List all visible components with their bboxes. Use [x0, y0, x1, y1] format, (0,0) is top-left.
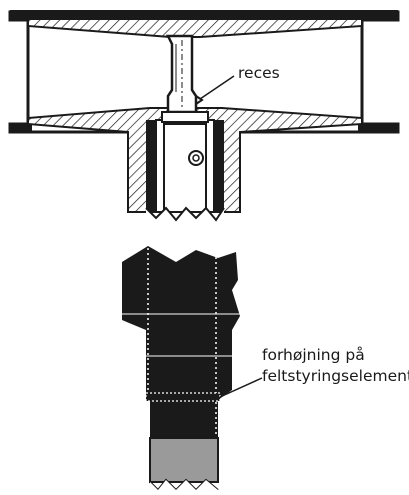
inner-sleeve — [146, 120, 224, 212]
raise-leader-line — [219, 377, 263, 398]
bore-hole-inner — [192, 154, 200, 162]
upper-assembly-section: reces — [8, 10, 400, 222]
shank-break-fill — [150, 480, 218, 495]
lower-field-guide-element: forhøjning på feltstyringselement — [122, 246, 409, 495]
top-hatched-flange — [27, 18, 363, 38]
recess-label: reces — [238, 64, 280, 82]
recess-leader-line — [199, 75, 235, 100]
socket-element — [163, 123, 207, 213]
housing-bottom-band-left — [10, 124, 32, 133]
upper-break-line — [146, 208, 224, 222]
gray-shank — [149, 437, 219, 483]
housing-top-band — [10, 10, 398, 19]
upper-break-edge — [145, 206, 225, 222]
raised-band — [145, 392, 221, 402]
socket-seat — [161, 111, 209, 123]
element-dotted-outline — [147, 248, 217, 440]
housing-bottom-band-right — [358, 124, 398, 133]
raise-label-line1: forhøjning på — [262, 346, 365, 364]
recess-notch — [195, 95, 204, 105]
raise-label-line2: feltstyringselement — [262, 367, 409, 385]
element-body — [122, 246, 240, 440]
